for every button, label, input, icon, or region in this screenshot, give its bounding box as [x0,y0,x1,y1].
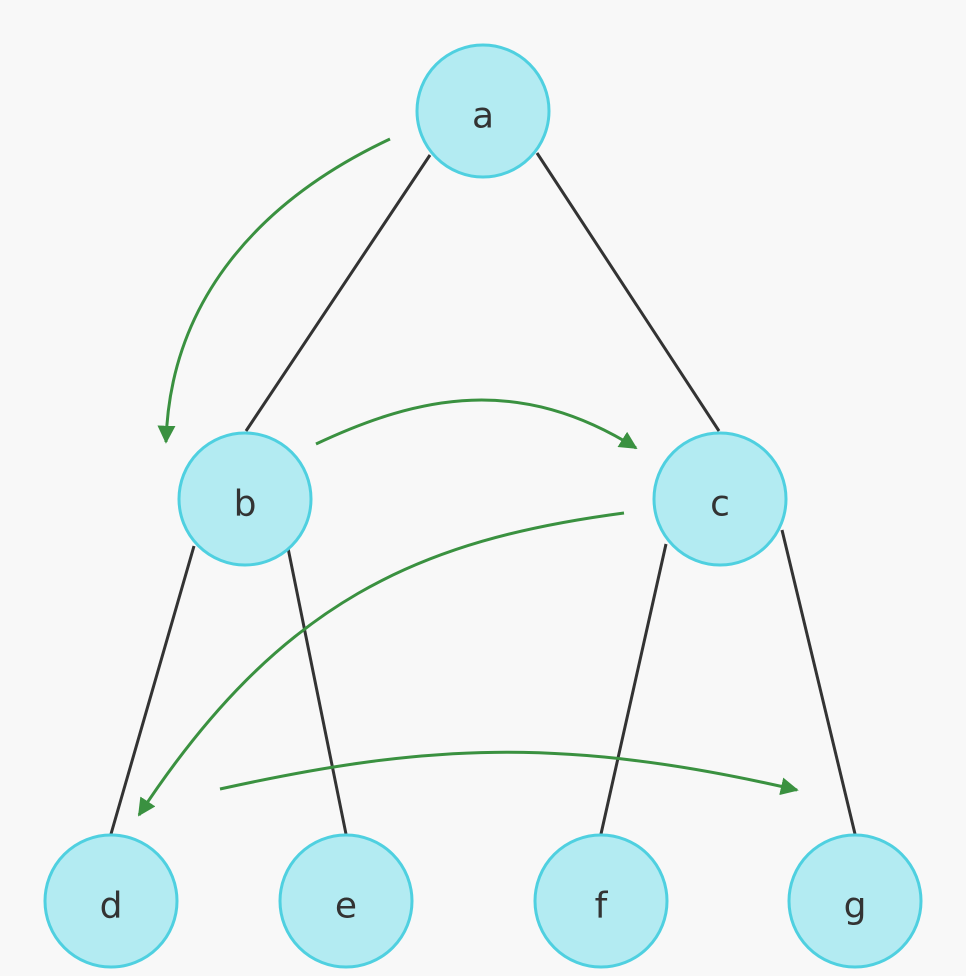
node-a-circle [415,43,551,179]
arrow-c-to-d [137,511,625,817]
node-f-label: f [595,886,609,927]
node-b-label: b [234,484,257,525]
edge-a-c [535,152,721,432]
arrow-b-to-c [315,398,638,450]
node-b: b [177,431,313,567]
node-a: a [415,43,551,179]
tree-edges [109,152,857,835]
node-c-circle [652,431,788,567]
node-f: f [533,833,669,969]
arrow-d-to-g [219,750,799,796]
edge-b-d [109,545,196,835]
node-d-label: d [100,886,123,927]
edge-b-e [286,547,348,835]
node-d: d [43,833,179,969]
node-d-circle [43,833,179,969]
node-c-label: c [710,484,730,525]
node-g-circle [787,833,923,969]
node-a-label: a [472,96,494,137]
node-e-label: e [335,886,357,927]
traversal-arrows [137,137,799,817]
edge-a-b [244,154,432,432]
node-b-circle [177,431,313,567]
edge-c-f [599,543,668,835]
node-e: e [278,833,414,969]
arrow-a-to-b [157,137,391,444]
node-g: g [787,833,923,969]
node-c: c [652,431,788,567]
node-f-circle [533,833,669,969]
node-e-circle [278,833,414,969]
edge-c-g [780,529,857,835]
node-g-label: g [844,886,867,927]
